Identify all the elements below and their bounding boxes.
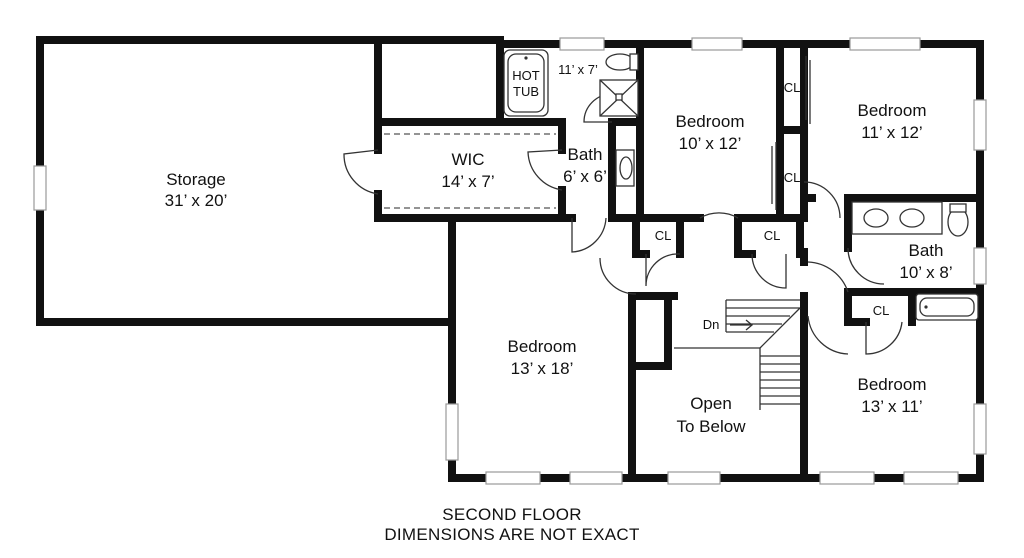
- caption: SECOND FLOOR DIMENSIONS ARE NOT EXACT: [384, 505, 639, 544]
- wic-dims: 14’ x 7’: [441, 172, 494, 191]
- sink: [899, 208, 925, 228]
- door-swing: [807, 315, 849, 355]
- door-swing: [699, 212, 739, 219]
- closet-label: CL: [873, 303, 890, 318]
- bedroom-top-center-dims: 10’ x 12’: [679, 134, 742, 153]
- window: [691, 37, 743, 51]
- window: [667, 471, 721, 485]
- closet-doors: [771, 56, 811, 210]
- window: [445, 403, 459, 461]
- closet-label: CL: [784, 170, 801, 185]
- room-labels: Storage 31’ x 20’ WIC 14’ x 7’ HOT TUB 1…: [165, 62, 953, 436]
- windows: [33, 37, 987, 485]
- window: [849, 37, 921, 51]
- window: [559, 37, 605, 51]
- window: [973, 247, 987, 285]
- closet-label: CL: [764, 228, 781, 243]
- closet-label: CL: [784, 80, 801, 95]
- bedroom-top-center-name: Bedroom: [676, 112, 745, 131]
- bedroom-top-right-name: Bedroom: [858, 101, 927, 120]
- wic-name: WIC: [451, 150, 484, 169]
- open-to-below-line2: To Below: [677, 417, 747, 436]
- storage-dims: 31’ x 20’: [165, 191, 228, 210]
- stairs: [674, 299, 801, 410]
- bedroom-bottom-right-dims: 13’ x 11’: [861, 397, 922, 416]
- storage-name: Storage: [166, 170, 226, 189]
- door-swing: [527, 149, 563, 191]
- stair-down-label: Dn: [703, 317, 720, 332]
- fixtures: [503, 49, 979, 321]
- bedroom-top-right-dims: 11’ x 12’: [861, 123, 922, 142]
- door-swing: [803, 181, 841, 219]
- sink: [863, 208, 889, 228]
- caption-line2: DIMENSIONS ARE NOT EXACT: [384, 525, 639, 544]
- window: [33, 165, 47, 211]
- window: [819, 471, 875, 485]
- door-swing: [807, 261, 849, 293]
- small-bath-dims: 11’ x 7’: [558, 62, 598, 77]
- door-swing: [571, 217, 607, 253]
- door-swing: [865, 321, 903, 355]
- bath-small-dims: 6’ x 6’: [563, 167, 607, 186]
- storage-walls: [36, 36, 456, 326]
- bedroom-bottom-right-name: Bedroom: [858, 375, 927, 394]
- bath-small-name: Bath: [568, 145, 603, 164]
- door-swing: [645, 253, 681, 287]
- bath-right-name: Bath: [909, 241, 944, 260]
- hot-tub-line2: TUB: [513, 84, 539, 99]
- door-swing: [751, 253, 787, 289]
- door-swing: [343, 149, 379, 195]
- bath-right-dims: 10’ x 8’: [899, 263, 952, 282]
- bedroom-center-name: Bedroom: [508, 337, 577, 356]
- caption-line1: SECOND FLOOR: [442, 505, 582, 524]
- window: [973, 99, 987, 151]
- window: [903, 471, 959, 485]
- hot-tub-line1: HOT: [512, 68, 540, 83]
- door-swing: [599, 257, 637, 295]
- wic-shelves: [384, 133, 556, 209]
- window: [485, 471, 541, 485]
- bedroom-center-dims: 13’ x 18’: [511, 359, 574, 378]
- closet-label: CL: [655, 228, 672, 243]
- door-swing: [847, 247, 885, 285]
- window: [569, 471, 623, 485]
- open-to-below-line1: Open: [690, 394, 732, 413]
- doors: [343, 93, 903, 355]
- window: [973, 403, 987, 455]
